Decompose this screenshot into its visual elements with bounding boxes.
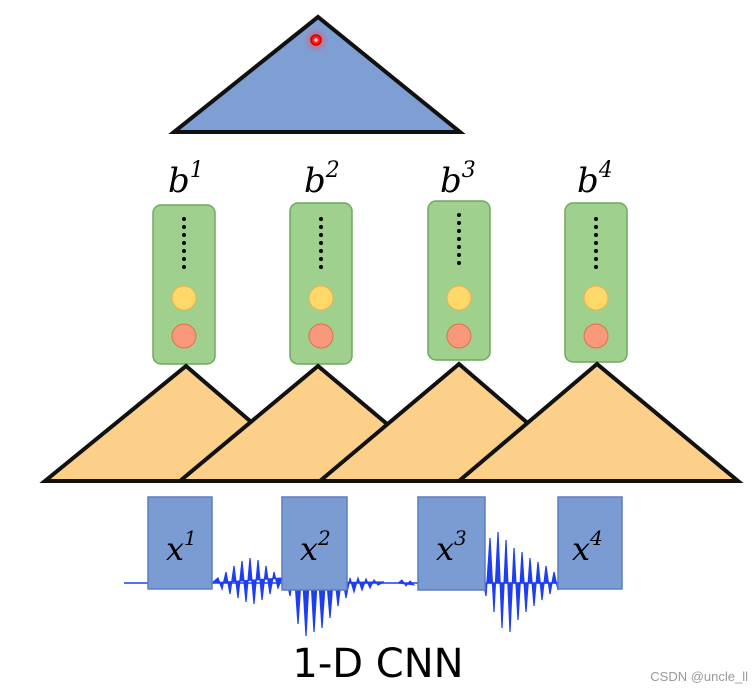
filter-triangle-4 <box>453 361 744 483</box>
input-box-4: x4 <box>557 496 623 590</box>
input-label-4: x4 <box>572 526 603 568</box>
watermark: CSDN @uncle_ll <box>650 669 748 684</box>
top-triangle <box>168 14 466 134</box>
feature-vector-4 <box>564 202 628 363</box>
output-label-4: b4 <box>577 158 613 201</box>
feature-vector-2 <box>289 202 353 365</box>
input-label-1: x1 <box>166 526 197 568</box>
input-box-2: x2 <box>281 496 348 591</box>
feature-vector-3 <box>427 200 491 361</box>
output-label-2: b2 <box>304 158 340 201</box>
input-box-1: x1 <box>147 496 213 590</box>
input-label-2: x2 <box>300 526 331 568</box>
diagram-caption: 1-D CNN <box>292 641 463 687</box>
output-label-3: b3 <box>440 158 476 201</box>
output-label-1: b1 <box>168 158 204 201</box>
highlight-dot-center <box>314 38 318 42</box>
feature-vector-1 <box>152 204 216 365</box>
input-label-3: x3 <box>436 526 467 568</box>
input-box-3: x3 <box>417 496 486 591</box>
